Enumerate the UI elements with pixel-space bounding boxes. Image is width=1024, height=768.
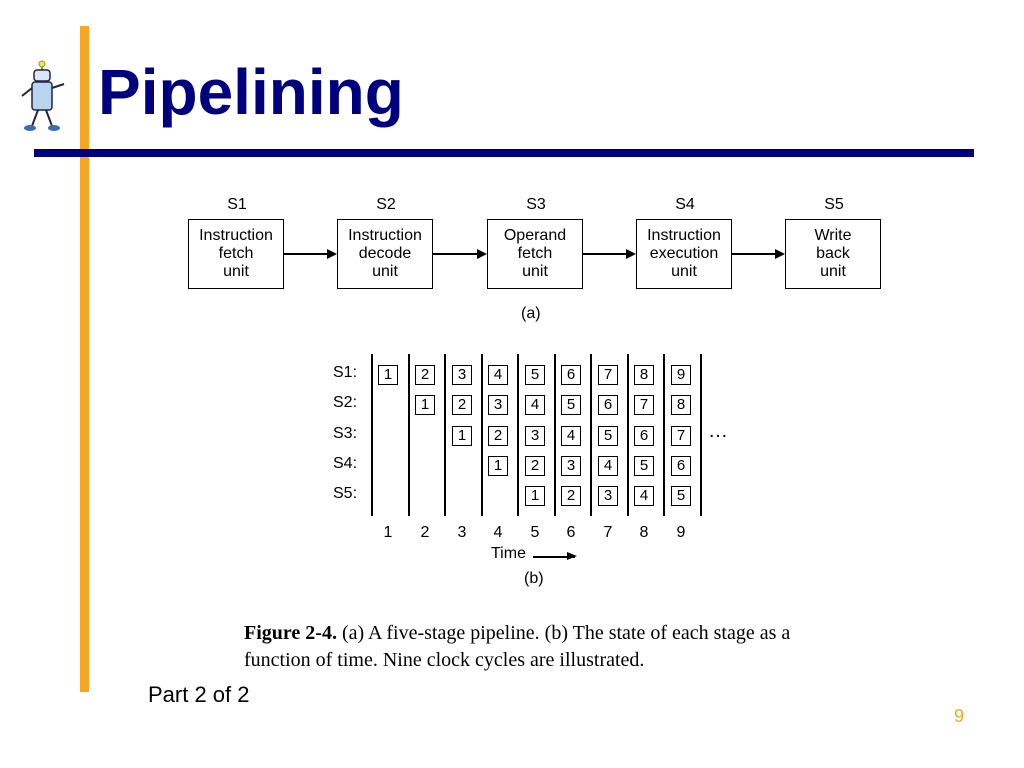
- time-arrow-icon: [533, 553, 577, 559]
- slide-title: Pipelining: [98, 56, 404, 128]
- stage-header-1: S1: [227, 196, 247, 213]
- time-gridline: [554, 354, 556, 516]
- time-tick-label: 3: [457, 524, 467, 541]
- time-axis-label: Time: [491, 545, 526, 562]
- instruction-cell: 6: [561, 365, 581, 385]
- time-gridline: [517, 354, 519, 516]
- instruction-cell: 3: [598, 486, 618, 506]
- instruction-cell: 3: [561, 456, 581, 476]
- row-label-s1: S1:: [333, 364, 358, 381]
- instruction-cell: 8: [671, 395, 691, 415]
- instruction-cell: 1: [488, 456, 508, 476]
- instruction-cell: 4: [488, 365, 508, 385]
- caption-a: (a): [521, 305, 541, 322]
- stage-unit-box-2: Instruction decode unit: [337, 219, 433, 289]
- stage-header-4: S4: [675, 196, 695, 213]
- continuation-ellipsis: …: [708, 420, 729, 442]
- instruction-cell: 3: [488, 395, 508, 415]
- page-number: 9: [953, 706, 964, 726]
- instruction-cell: 5: [561, 395, 581, 415]
- accent-vertical-bar: [80, 26, 89, 692]
- stage-header-3: S3: [526, 196, 546, 213]
- time-tick-label: 2: [420, 524, 430, 541]
- instruction-cell: 7: [634, 395, 654, 415]
- instruction-cell: 5: [634, 456, 654, 476]
- instruction-cell: 1: [378, 365, 398, 385]
- time-gridline: [481, 354, 483, 516]
- instruction-cell: 6: [671, 456, 691, 476]
- time-gridline: [700, 354, 702, 516]
- time-tick-label: 9: [676, 524, 686, 541]
- stage-arrow-2: [433, 249, 487, 259]
- time-tick-label: 7: [603, 524, 613, 541]
- instruction-cell: 4: [525, 395, 545, 415]
- time-gridline: [444, 354, 446, 516]
- instruction-cell: 2: [488, 426, 508, 446]
- instruction-cell: 1: [415, 395, 435, 415]
- instruction-cell: 6: [634, 426, 654, 446]
- instruction-cell: 8: [634, 365, 654, 385]
- title-rule: [34, 149, 974, 157]
- time-tick-label: 6: [566, 524, 576, 541]
- row-label-s2: S2:: [333, 394, 358, 411]
- instruction-cell: 2: [525, 456, 545, 476]
- time-tick-label: 1: [383, 524, 393, 541]
- stage-unit-box-1: Instruction fetch unit: [188, 219, 284, 289]
- stage-arrow-3: [583, 249, 636, 259]
- instruction-cell: 3: [525, 426, 545, 446]
- stage-arrow-1: [284, 249, 337, 259]
- instruction-cell: 7: [671, 426, 691, 446]
- footer-part-label: Part 2 of 2: [148, 682, 250, 707]
- instruction-cell: 5: [598, 426, 618, 446]
- figure-caption-text: (a) A five-stage pipeline. (b) The state…: [244, 622, 791, 671]
- stage-unit-box-4: Instruction execution unit: [636, 219, 732, 289]
- instruction-cell: 5: [671, 486, 691, 506]
- time-gridline: [408, 354, 410, 516]
- figure-caption: Figure 2-4. (a) A five-stage pipeline. (…: [244, 620, 844, 674]
- time-tick-label: 4: [493, 524, 503, 541]
- instruction-cell: 7: [598, 365, 618, 385]
- instruction-cell: 4: [634, 486, 654, 506]
- time-gridline: [371, 354, 373, 516]
- instruction-cell: 6: [598, 395, 618, 415]
- instruction-cell: 2: [415, 365, 435, 385]
- row-label-s4: S4:: [333, 455, 358, 472]
- stage-arrow-4: [732, 249, 785, 259]
- instruction-cell: 1: [525, 486, 545, 506]
- stage-header-5: S5: [824, 196, 844, 213]
- time-tick-label: 8: [639, 524, 649, 541]
- row-label-s5: S5:: [333, 485, 358, 502]
- time-gridline: [590, 354, 592, 516]
- row-label-s3: S3:: [333, 425, 358, 442]
- instruction-cell: 2: [452, 395, 472, 415]
- instruction-cell: 2: [561, 486, 581, 506]
- instruction-cell: 4: [598, 456, 618, 476]
- mascot-robot-icon: [21, 60, 65, 131]
- time-gridline: [627, 354, 629, 516]
- instruction-cell: 5: [525, 365, 545, 385]
- caption-b: (b): [524, 570, 544, 587]
- time-gridline: [663, 354, 665, 516]
- stage-unit-box-5: Write back unit: [785, 219, 881, 289]
- instruction-cell: 1: [452, 426, 472, 446]
- instruction-cell: 4: [561, 426, 581, 446]
- stage-unit-box-3: Operand fetch unit: [487, 219, 583, 289]
- instruction-cell: 9: [671, 365, 691, 385]
- instruction-cell: 3: [452, 365, 472, 385]
- time-tick-label: 5: [530, 524, 540, 541]
- figure-caption-label: Figure 2-4.: [244, 622, 337, 644]
- stage-header-2: S2: [376, 196, 396, 213]
